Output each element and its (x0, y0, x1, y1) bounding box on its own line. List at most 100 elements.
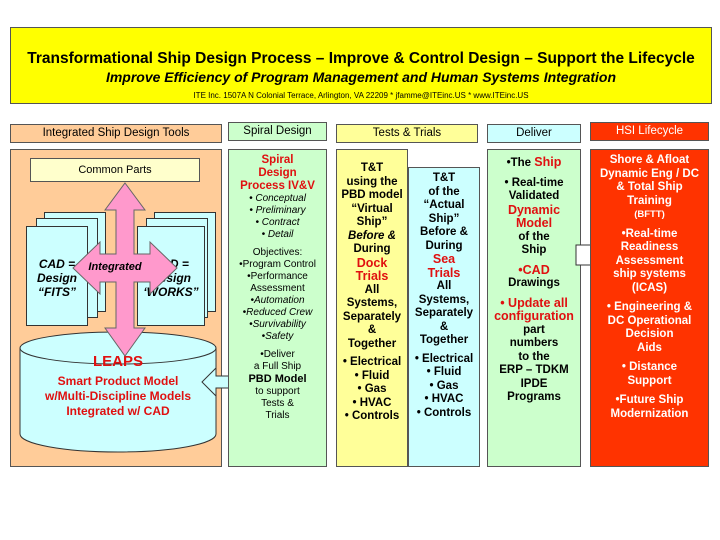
cad-label-2: Design (36, 271, 77, 285)
title-banner: Transformational Ship Design Process – I… (10, 27, 712, 104)
cad-label-1: CAD = (38, 257, 76, 271)
hsi-panel: Shore & Afloat Dynamic Eng / DC & Total … (590, 149, 709, 467)
virtual-trials-panel: T&T using the PBD model “Virtual Ship” B… (336, 149, 408, 467)
cad-item: •CAD (518, 262, 550, 277)
part-4: ERP – TDKM (499, 364, 569, 376)
actual-l7: Sea (432, 252, 456, 266)
virtual-l4: “Virtual (351, 202, 393, 215)
realtime-1: • Real-time (504, 176, 564, 189)
phase-item: • Detail (261, 229, 294, 240)
actual-l13: Together (419, 334, 469, 346)
deliver-line-6: Trials (265, 410, 290, 421)
part-3: to the (518, 350, 550, 363)
realtime-5: of the (518, 230, 550, 243)
objective-item: •Performance (247, 271, 308, 282)
header-tools: Integrated Ship Design Tools (10, 124, 222, 143)
deliver-panel: •The Ship • Real-time Validated Dynamic … (487, 149, 581, 467)
banner-subtitle: Improve Efficiency of Program Management… (105, 69, 617, 85)
actual-l1: T&T (432, 172, 456, 184)
hsi-a2: Dynamic Eng / DC (599, 167, 700, 180)
header-spiral: Spiral Design (228, 122, 327, 141)
banner-contact: ITE Inc. 1507A N Colonial Terrace, Arlin… (193, 91, 529, 100)
system-item: • Fluid (354, 369, 390, 382)
actual-l6: During (425, 239, 463, 252)
header-tests: Tests & Trials (336, 124, 478, 143)
system-item: • Gas (429, 379, 459, 392)
hsi-b5: (ICAS) (631, 281, 668, 294)
actual-l2: of the (428, 185, 460, 198)
deliver-ship-prefix: •The (506, 157, 535, 169)
leaps-title: LEAPS (92, 353, 143, 370)
realtime-2: Validated (508, 190, 560, 202)
phase-item: • Preliminary (249, 205, 306, 216)
hsi-c1: • Engineering & (606, 301, 693, 313)
phase-item: • Conceptual (249, 193, 306, 204)
hsi-b4: ship systems (613, 268, 686, 280)
objectives-label: Objectives: (252, 247, 303, 258)
hsi-c2: DC Operational (607, 314, 692, 327)
virtual-l6: Before & (348, 229, 396, 242)
system-item: • HVAC (352, 396, 392, 409)
deliver-ship: Ship (534, 155, 562, 169)
integrated-arrows (72, 182, 178, 357)
virtual-l9: Trials (355, 269, 389, 283)
virtual-l8: Dock (356, 255, 388, 270)
virtual-l7: During (353, 243, 391, 255)
realtime-3: Dynamic (507, 202, 561, 217)
spiral-panel: Spiral Design Process IV&V • Conceptual … (228, 149, 327, 467)
common-parts-box: Common Parts (30, 158, 200, 182)
hsi-a4: Training (627, 194, 672, 207)
virtual-l1: T&T (360, 162, 384, 174)
drawings-item: Drawings (508, 277, 560, 289)
realtime-6: Ship (521, 244, 547, 256)
update-1: • Update all (500, 295, 568, 310)
hsi-d1: • Distance (621, 361, 678, 373)
deliver-line-4: to support (255, 386, 300, 397)
deliver-line-1: •Deliver (260, 349, 295, 360)
system-item: • Electrical (342, 356, 402, 368)
part-2: numbers (509, 337, 559, 349)
system-item: • HVAC (424, 393, 464, 405)
objective-item: •Automation (250, 295, 305, 306)
objective-item: •Program Control (239, 259, 316, 270)
leaps-line-3: Integrated w/ CAD (66, 404, 170, 418)
pbd-label-3: ‘WORKS” (143, 285, 199, 299)
objective-item: •Safety (261, 331, 294, 342)
virtual-l13: & (367, 324, 377, 336)
system-item: • Electrical (414, 352, 474, 365)
deliver-line-2: a Full Ship (253, 361, 302, 372)
part-6: Programs (507, 391, 561, 403)
actual-l4: Ship” (428, 212, 460, 225)
banner-title: Transformational Ship Design Process – I… (27, 50, 695, 67)
hsi-b1: •Real-time (621, 227, 678, 240)
hsi-e1: •Future Ship (615, 394, 684, 406)
spiral-title-2: Design (258, 167, 297, 179)
leaps-line-1: Smart Product Model (57, 374, 179, 388)
virtual-l12: Separately (342, 310, 402, 323)
hsi-e2: Modernization (610, 407, 689, 420)
actual-l11: Separately (414, 307, 474, 319)
hsi-b3: Assessment (615, 254, 684, 267)
virtual-l2: using the (346, 175, 398, 188)
update-2: configuration (494, 309, 574, 323)
actual-l5: Before & (420, 226, 468, 238)
deliver-line-3: PBD Model (248, 373, 307, 385)
actual-trials-panel: T&T of the “Actual Ship” Before & During… (408, 167, 480, 467)
realtime-4: Model (515, 216, 553, 230)
hsi-b2: Readiness (620, 241, 679, 253)
virtual-l14: Together (347, 337, 397, 350)
system-item: • Gas (357, 383, 387, 395)
part-1: part (523, 323, 545, 336)
cad-label-3: “FITS” (38, 285, 76, 299)
hsi-a5: (BFTT) (634, 209, 665, 220)
spiral-title-3: Process IV&V (240, 180, 315, 192)
virtual-l3: PBD model (341, 189, 403, 201)
leaps-line-2: w/Multi-Discipline Models (44, 389, 191, 403)
header-deliver: Deliver (487, 124, 581, 143)
actual-l3: “Actual (423, 199, 465, 211)
actual-l8: Trials (427, 265, 461, 280)
spiral-title-1: Spiral (261, 154, 294, 166)
deliver-line-5: Tests & (261, 398, 294, 409)
virtual-l10: All (364, 283, 380, 296)
virtual-l5: Ship” (356, 216, 388, 228)
